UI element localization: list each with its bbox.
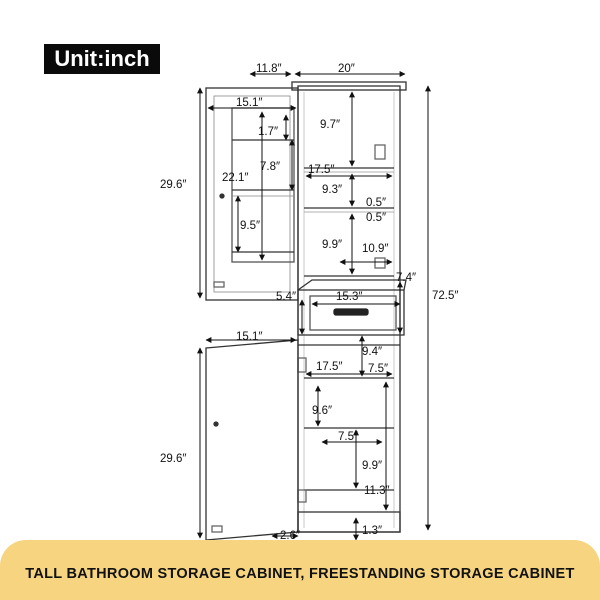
dim-upper-inner-width: 17.5″ — [308, 164, 334, 176]
dim-lower-inner-width: 17.5″ — [316, 361, 342, 373]
dim-drawer-width: 15.3″ — [336, 291, 362, 303]
cabinet-body — [291, 81, 407, 533]
product-banner: TALL BATHROOM STORAGE CABINET, FREESTAND… — [0, 540, 600, 600]
dim-door-shelf-spacing: 7.8″ — [260, 161, 280, 173]
upper-door — [205, 87, 299, 301]
dim-lower-top-gap: 9.4″ — [362, 346, 382, 358]
dim-shelf-thickness-b: 0.5″ — [366, 212, 386, 224]
dim-door-inner-height: 22.1″ — [222, 172, 248, 184]
dim-upper-shelf-depth: 10.9″ — [362, 243, 388, 255]
dim-drawer-height: 7.4″ — [396, 272, 416, 284]
dim-shelf-thickness-a: 0.5″ — [366, 197, 386, 209]
dim-lower-door-height: 29.6″ — [160, 453, 186, 465]
lower-door — [205, 339, 299, 540]
dim-upper-mid-shelf: 9.3″ — [322, 184, 342, 196]
unit-label: Unit:inch — [44, 44, 160, 74]
dim-drawer-depth: 5.4″ — [276, 291, 296, 303]
dim-base-offset: 2.6″ — [280, 530, 300, 540]
dim-lower-mid-shelf: 9.6″ — [312, 405, 332, 417]
dim-door-rack-height: 9.5″ — [240, 220, 260, 232]
dim-lower-bottom-shelf: 9.9″ — [362, 460, 382, 472]
dim-lower-shelf-depth-b: 7.5″ — [338, 431, 358, 443]
dimension-labels: 11.8″ 20″ 15.1″ 1.7″ 7.8″ 22.1″ 9.5″ 29.… — [160, 63, 458, 540]
dimension-lines — [197, 71, 431, 540]
dim-upper-bottom-shelf: 9.9″ — [322, 239, 342, 251]
dim-door-inner-gap: 1.7″ — [258, 126, 278, 138]
dim-base-height: 11.3″ — [364, 485, 390, 497]
dim-upper-top-shelf: 9.7″ — [320, 119, 340, 131]
dim-total-height: 72.5″ — [432, 290, 458, 302]
dim-base-leg: 1.3″ — [362, 525, 382, 537]
dim-door-width-lower: 15.1″ — [236, 331, 262, 343]
product-title: TALL BATHROOM STORAGE CABINET, FREESTAND… — [25, 566, 575, 582]
cabinet-diagram: 11.8″ 20″ 15.1″ 1.7″ 7.8″ 22.1″ 9.5″ 29.… — [160, 63, 458, 540]
dim-width-top: 20″ — [338, 63, 355, 75]
dim-lower-shelf-depth-a: 7.5″ — [368, 363, 388, 375]
dim-door-width-upper: 15.1″ — [236, 97, 262, 109]
dim-depth-top: 11.8″ — [256, 63, 282, 75]
dim-upper-door-height: 29.6″ — [160, 179, 186, 191]
